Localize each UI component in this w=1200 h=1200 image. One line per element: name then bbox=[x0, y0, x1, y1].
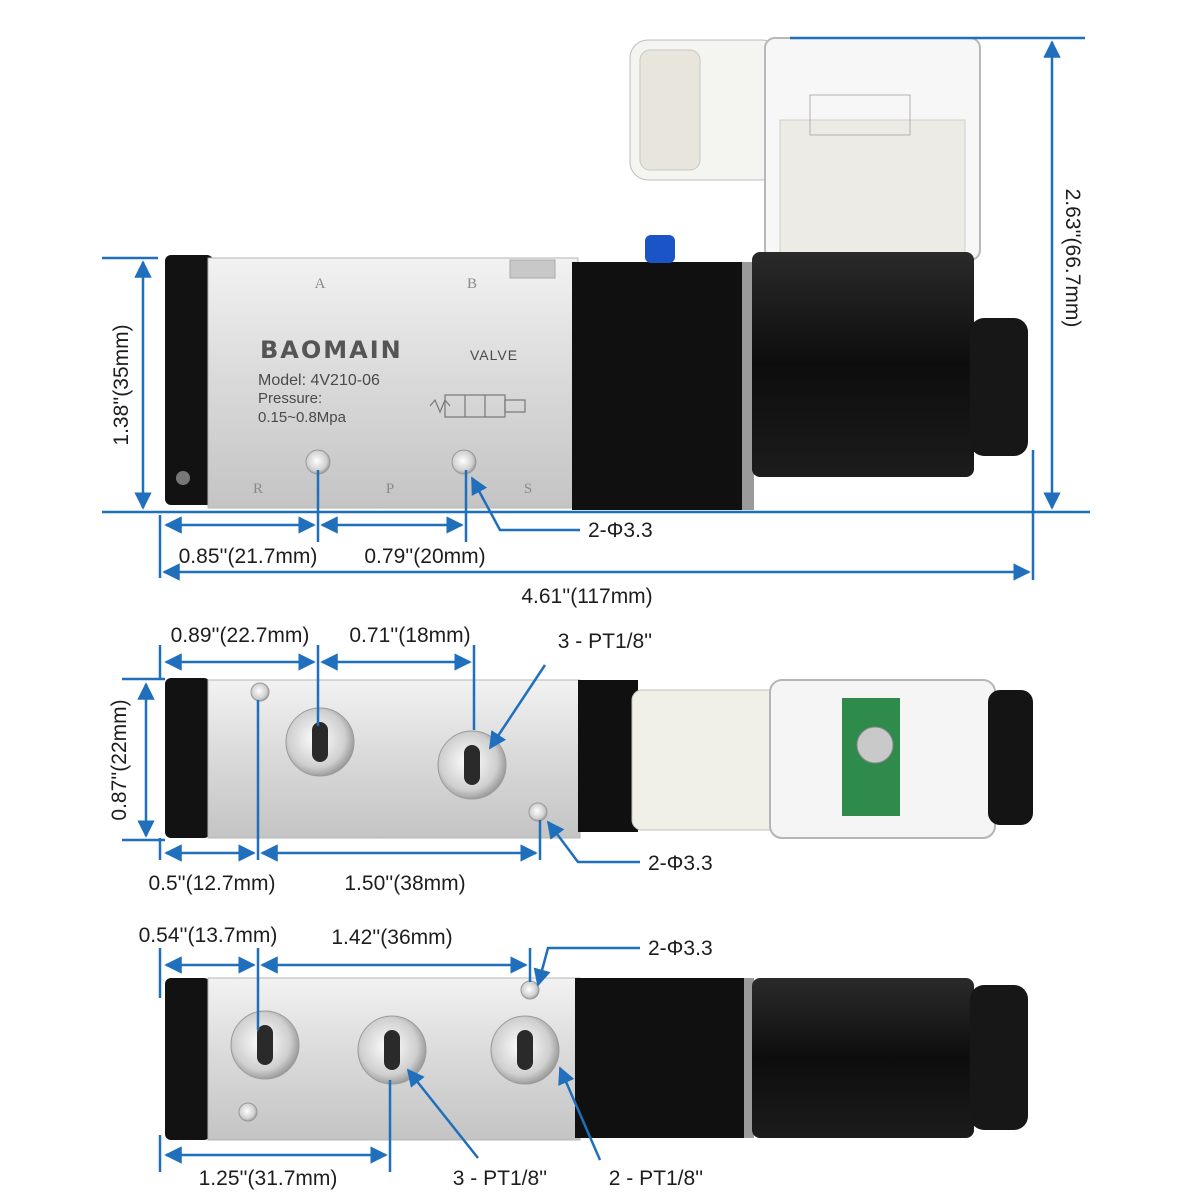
dim-left-offset-bottom: 0.54''(13.7mm) bbox=[139, 924, 278, 947]
coil bbox=[752, 252, 974, 477]
cable-gland bbox=[970, 318, 1028, 456]
dim-holes-middle: 2-Φ3.3 bbox=[648, 852, 713, 875]
dim-ports-middle: 3 - PT1/8'' bbox=[558, 630, 652, 653]
top-view: A B R P S BAOMAIN VALVE Model: 4V210-06 … bbox=[165, 37, 1028, 510]
mount-hole bbox=[238, 1102, 258, 1122]
manual-override-button bbox=[645, 235, 675, 263]
middle-dimensions bbox=[122, 645, 640, 864]
mount-hole bbox=[451, 449, 477, 475]
pressure-label: Pressure: bbox=[258, 390, 322, 407]
dim-hole-spacing-middle: 1.50''(38mm) bbox=[344, 872, 465, 895]
mount-hole bbox=[528, 802, 548, 822]
dim-total-height: 2.63''(66.7mm) bbox=[1061, 189, 1084, 328]
top-dimensions bbox=[102, 36, 1090, 581]
port-letter-b: B bbox=[467, 276, 477, 292]
model-label: Model: 4V210-06 bbox=[258, 372, 380, 389]
port-letter-p: P bbox=[386, 481, 394, 497]
dim-span-bottom: 1.42''(36mm) bbox=[331, 926, 452, 949]
dim-holes-top: 2-Φ3.3 bbox=[588, 519, 653, 542]
dim-ports-3-bottom: 3 - PT1/8'' bbox=[453, 1167, 547, 1190]
dim-ports-2-bottom: 2 - PT1/8'' bbox=[609, 1167, 703, 1190]
mount-hole bbox=[250, 682, 270, 702]
valve-body bbox=[207, 257, 579, 509]
port-letter-s: S bbox=[524, 481, 532, 497]
bottom-dimensions bbox=[158, 946, 640, 1172]
mount-hole bbox=[520, 980, 540, 1000]
bottom-view bbox=[165, 977, 1028, 1141]
end-cap-left bbox=[165, 255, 213, 505]
dim-left-offset-top: 0.85''(21.7mm) bbox=[179, 545, 318, 568]
port-letter-r: R bbox=[253, 481, 263, 497]
valve-symbol bbox=[429, 394, 526, 418]
dim-hole-spacing-top: 0.79''(20mm) bbox=[364, 545, 485, 568]
dim-left-offset-middle: 0.89''(22.7mm) bbox=[171, 624, 310, 647]
dim-port-spacing-middle: 0.71''(18mm) bbox=[349, 624, 470, 647]
pilot-block bbox=[572, 262, 744, 510]
dim-height-top: 1.38''(35mm) bbox=[110, 324, 133, 445]
dim-height-middle: 0.87''(22mm) bbox=[108, 699, 131, 820]
valve-label: VALVE bbox=[470, 347, 518, 363]
connector-cap bbox=[629, 37, 981, 261]
pressure-range: 0.15~0.8Mpa bbox=[258, 409, 347, 426]
dim-port-offset-bottom: 1.25''(31.7mm) bbox=[199, 1167, 338, 1190]
dim-length: 4.61''(117mm) bbox=[521, 585, 652, 608]
port-letter-a: A bbox=[315, 276, 326, 292]
dim-hole-offset-middle: 0.5''(12.7mm) bbox=[148, 872, 275, 895]
dim-holes-bottom: 2-Φ3.3 bbox=[648, 937, 713, 960]
valve-body-side bbox=[207, 679, 581, 839]
brand-name: BAOMAIN bbox=[260, 336, 403, 364]
middle-view bbox=[165, 678, 1033, 839]
